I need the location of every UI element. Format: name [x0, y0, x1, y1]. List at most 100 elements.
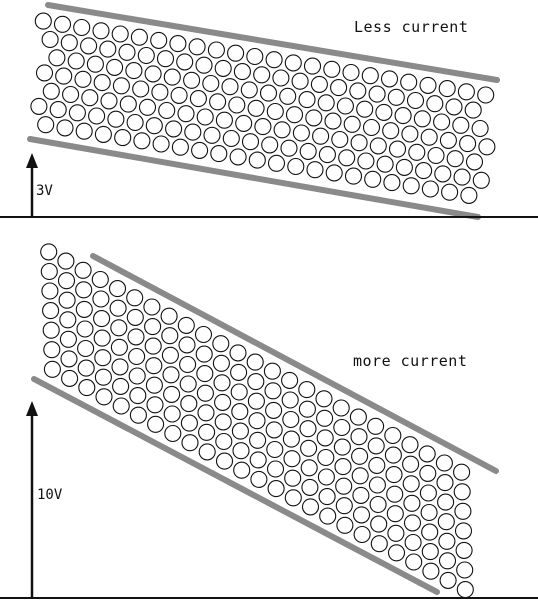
particle-31	[144, 318, 162, 336]
particle-54	[110, 319, 128, 337]
particle-83	[285, 106, 304, 124]
particle-157	[164, 424, 182, 443]
particle-118	[352, 486, 370, 504]
particle-66	[413, 110, 431, 128]
particle-61	[317, 94, 335, 112]
particle-82	[266, 102, 284, 121]
particle-41	[368, 85, 386, 103]
particle-99	[138, 98, 157, 116]
particle-42	[333, 418, 351, 437]
particle-37	[247, 373, 265, 391]
particle-109	[197, 404, 215, 422]
particle-93	[351, 467, 369, 485]
particle-11	[246, 47, 264, 66]
particle-52	[75, 300, 93, 318]
particle-106	[145, 376, 163, 394]
particle-75	[132, 80, 150, 98]
particle-105	[128, 367, 146, 385]
particle-82	[162, 366, 180, 384]
particle-47	[48, 49, 66, 67]
particle-115	[446, 150, 464, 168]
charge-particles-high-voltage	[40, 243, 474, 599]
particle-170	[387, 544, 406, 562]
particle-54	[183, 71, 201, 89]
particle-100	[42, 321, 60, 339]
particle-70	[35, 64, 54, 82]
particle-139	[284, 469, 302, 487]
particle-155	[129, 406, 147, 424]
particle-1	[53, 15, 72, 33]
particle-28	[118, 43, 136, 61]
particle-16	[315, 390, 333, 408]
particle-143	[75, 122, 93, 140]
particle-75	[42, 302, 60, 320]
particle-126	[60, 350, 78, 368]
particle-162	[250, 470, 268, 488]
particle-71	[55, 67, 73, 85]
particle-130	[129, 387, 147, 405]
particle-62	[247, 392, 265, 410]
particle-71	[402, 475, 420, 493]
particle-141	[37, 116, 55, 134]
particle-152	[248, 151, 266, 169]
particle-8	[188, 38, 206, 56]
particle-48	[436, 474, 454, 492]
caption-less-current: Less current	[354, 18, 468, 36]
particle-135	[376, 155, 394, 173]
particle-85	[324, 112, 342, 130]
particle-144	[94, 125, 112, 143]
conductor-bottom-wall-high	[31, 376, 440, 595]
particle-102	[196, 108, 214, 126]
particle-17	[332, 399, 350, 417]
particle-138	[266, 460, 285, 478]
particle-13	[284, 54, 302, 72]
particle-92	[334, 458, 352, 476]
particle-124	[455, 541, 473, 559]
particle-7	[160, 307, 178, 325]
particle-47	[419, 464, 437, 482]
particle-21	[401, 436, 419, 454]
particle-21	[438, 80, 456, 98]
particle-15	[298, 381, 316, 399]
particle-164	[284, 489, 302, 507]
particle-56	[144, 337, 162, 355]
particle-108	[312, 127, 330, 145]
particle-5	[126, 289, 144, 307]
particle-119	[369, 495, 387, 514]
particle-129	[261, 136, 279, 154]
particle-117	[335, 477, 353, 495]
particle-58	[259, 84, 278, 102]
particle-4	[108, 280, 127, 298]
particle-142	[335, 497, 353, 515]
particle-55	[127, 328, 145, 346]
particle-106	[273, 121, 291, 139]
particle-113	[408, 143, 426, 161]
particle-112	[388, 140, 407, 158]
particle-29	[109, 299, 127, 317]
particle-87	[248, 412, 266, 430]
particle-104	[235, 114, 253, 132]
particle-40	[298, 400, 316, 418]
particle-146	[133, 132, 151, 150]
particle-36	[272, 69, 290, 87]
particle-151	[229, 148, 247, 166]
particle-137	[415, 162, 433, 180]
particle-105	[254, 118, 272, 136]
particle-161	[421, 180, 439, 198]
particle-102	[77, 339, 95, 358]
particle-167	[336, 516, 354, 534]
particle-86	[231, 403, 249, 421]
particle-111	[369, 137, 387, 155]
particle-58	[179, 355, 197, 374]
particle-154	[287, 157, 305, 176]
particle-50	[41, 282, 59, 300]
particle-44	[426, 95, 444, 113]
particle-125	[184, 123, 202, 141]
particle-32	[195, 56, 213, 74]
particle-34	[195, 345, 213, 363]
particle-8	[177, 316, 195, 334]
particle-140	[301, 478, 319, 496]
particle-6	[150, 31, 168, 49]
voltage-label-high: 10V	[37, 487, 63, 503]
particle-98	[119, 95, 137, 113]
